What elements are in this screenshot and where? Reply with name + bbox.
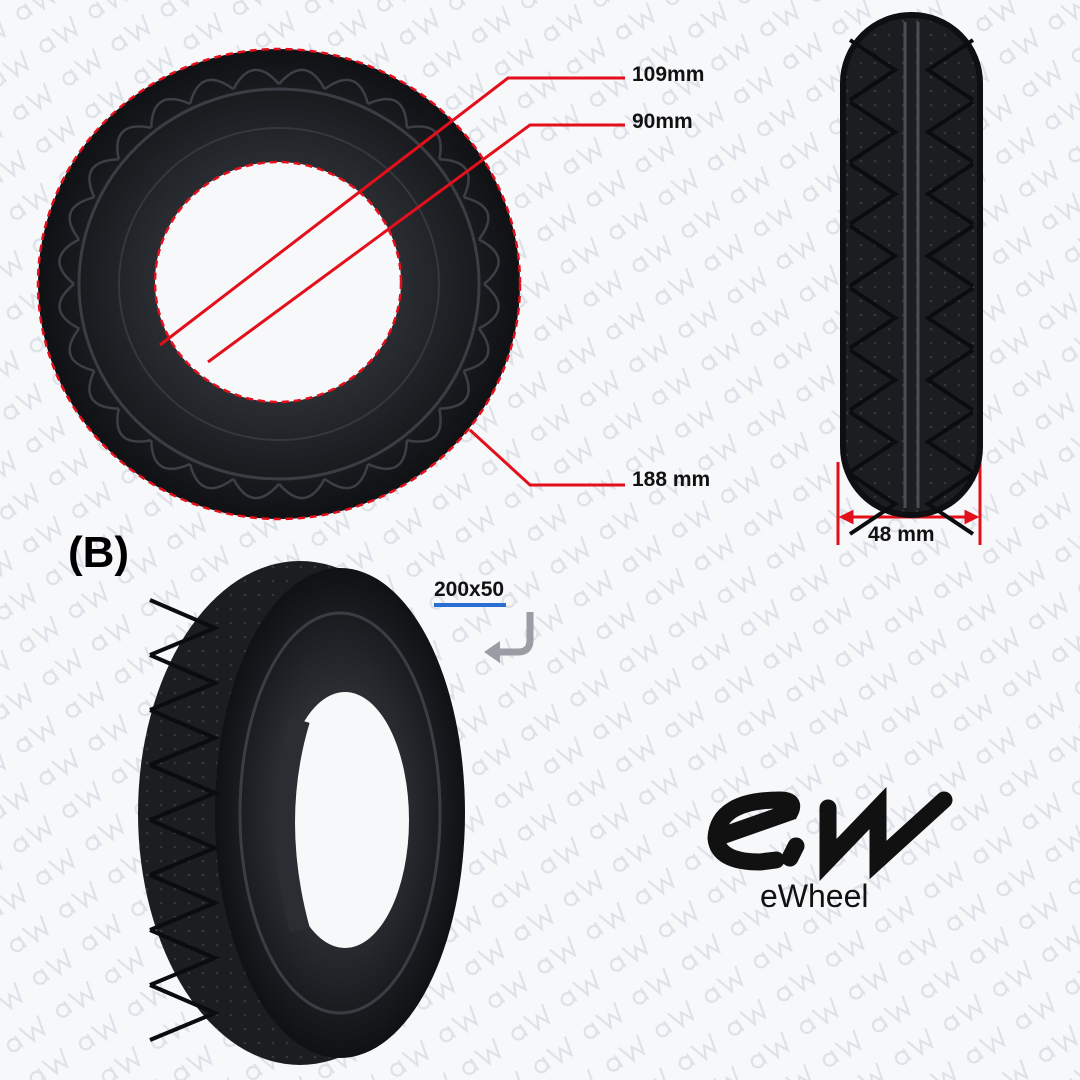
tire-size-label: 200x50 <box>434 578 507 607</box>
dimension-label-90mm: 90mm <box>632 110 693 133</box>
tire-side-view <box>840 12 983 536</box>
curved-arrow-icon <box>498 612 534 656</box>
ewheel-logo <box>707 786 953 882</box>
dimension-label-109mm: 109mm <box>632 63 705 86</box>
dimension-lines <box>159 76 982 545</box>
dimension-label-188mm: 188 mm <box>632 468 711 491</box>
variant-label: (B) <box>68 528 130 577</box>
tire-hole <box>155 162 401 402</box>
dimension-label-48mm: 48 mm <box>868 523 935 546</box>
tire-perspective-view <box>138 561 465 1065</box>
tire-front-view <box>36 47 522 521</box>
arrow-head-icon <box>484 641 500 663</box>
brand-name: eWheel <box>760 878 869 914</box>
